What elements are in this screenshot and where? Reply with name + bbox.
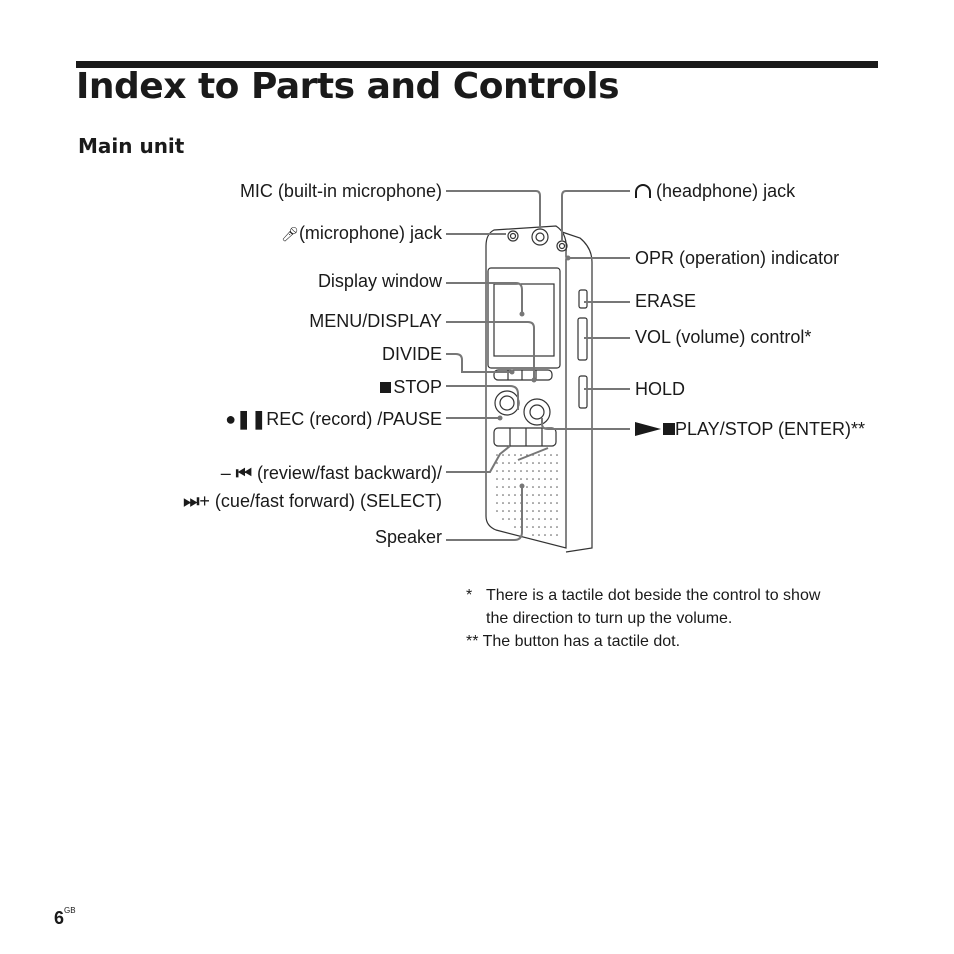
- label-divide: DIVIDE: [381, 344, 442, 364]
- next-track-icon: ⏭︎: [183, 491, 200, 511]
- label-stop: STOP: [380, 376, 442, 398]
- label-rec-pause: ●❚❚REC (record) /PAUSE: [225, 409, 442, 429]
- footnote-1-line-1: There is a tactile dot beside the contro…: [486, 587, 821, 604]
- page-suffix: GB: [64, 906, 76, 915]
- label-mic: MIC (built-in microphone): [239, 181, 442, 201]
- footnote-2: ** The button has a tactile dot.: [466, 633, 681, 650]
- previous-track-icon: ⏮︎: [235, 463, 252, 483]
- label-mic-jack: 🎤︎(microphone) jack: [281, 223, 442, 243]
- label-review: – ⏮︎ (review/fast backward)/: [220, 463, 442, 483]
- label-hold: HOLD: [635, 379, 686, 399]
- play-stop-icon: [635, 419, 675, 439]
- label-display-window: Display window: [317, 271, 442, 291]
- title-rule: [76, 61, 878, 68]
- label-play-stop: PLAY/STOP (ENTER)**: [635, 418, 865, 440]
- page-title: Index to Parts and Controls: [76, 66, 620, 107]
- label-menu-display: MENU/DISPLAY: [309, 311, 442, 331]
- microphone-icon: 🎤︎: [281, 226, 299, 242]
- footnote-1-mark: *: [466, 587, 473, 604]
- label-opr-indicator: OPR (operation) indicator: [635, 248, 840, 268]
- section-subtitle: Main unit: [78, 134, 185, 158]
- label-headphone-jack: (headphone) jack: [635, 180, 795, 202]
- footnote-1-line-2: the direction to turn up the volume.: [486, 610, 733, 627]
- label-vol-control: VOL (volume) control*: [635, 327, 812, 347]
- stop-square-icon: [380, 382, 392, 393]
- page-number: 6GB: [54, 906, 76, 928]
- label-erase: ERASE: [635, 291, 697, 311]
- label-cue: ⏭︎+ (cue/fast forward) (SELECT): [183, 491, 442, 511]
- headphone-icon: [635, 184, 651, 198]
- record-pause-icon: ●❚❚: [225, 409, 267, 429]
- label-speaker: Speaker: [374, 527, 442, 547]
